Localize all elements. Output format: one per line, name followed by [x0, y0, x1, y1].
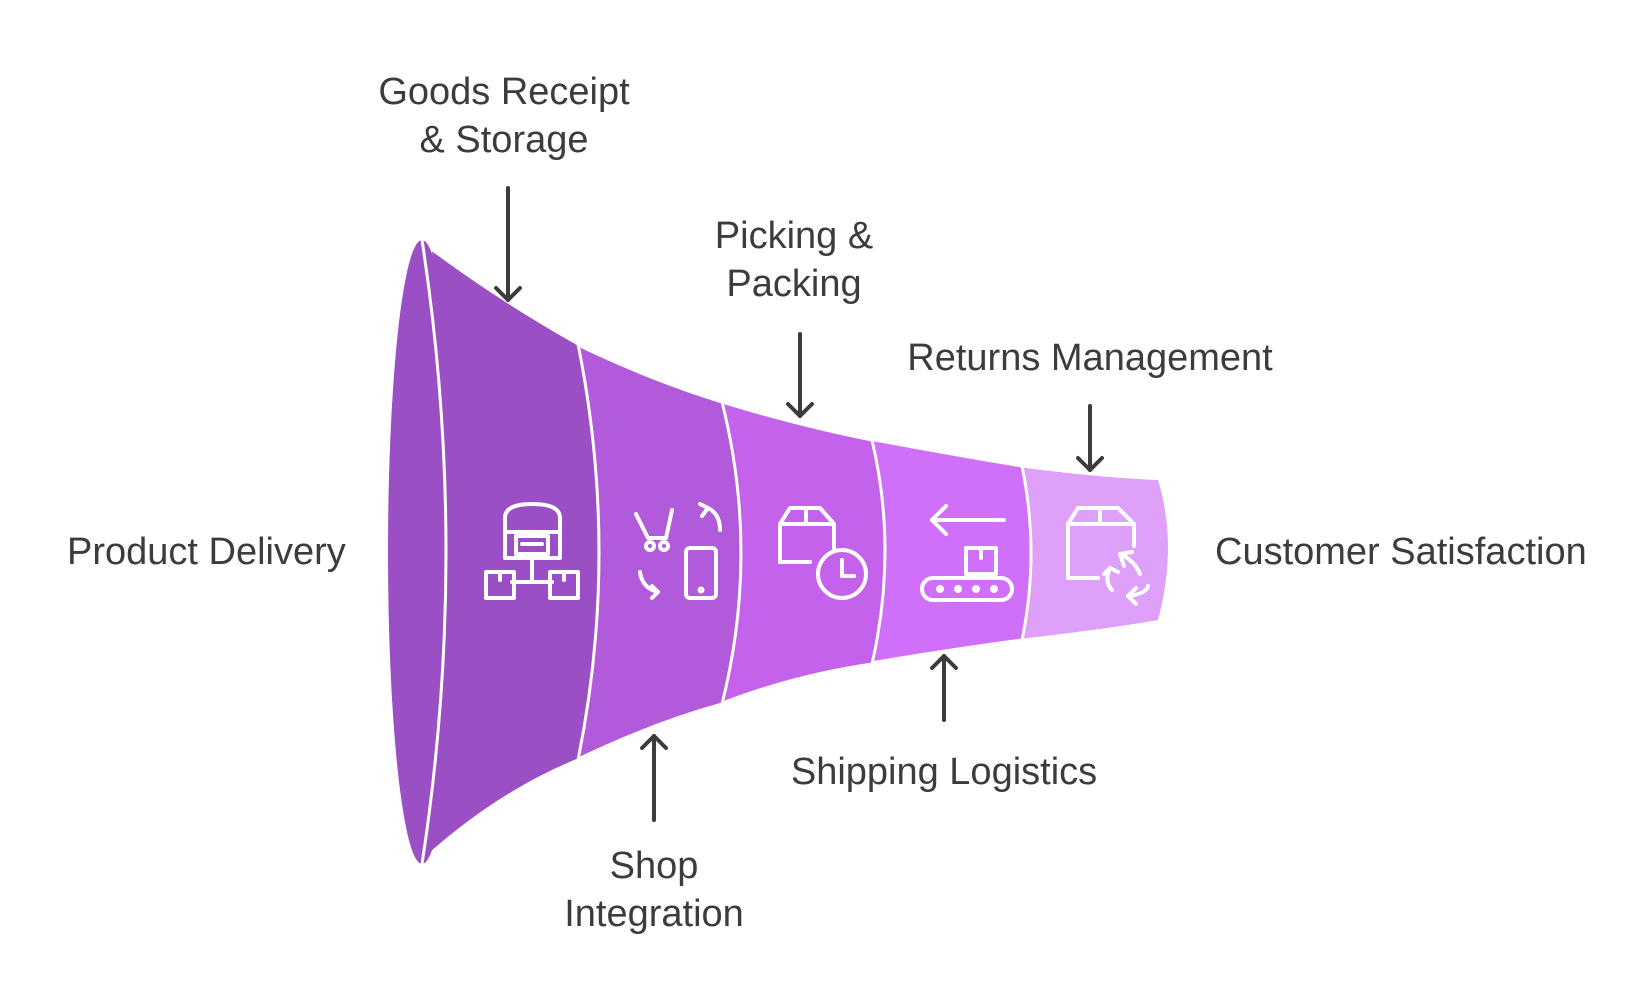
label-goods-receipt-line-2: & Storage	[419, 119, 589, 161]
arrow-picking-packing	[786, 332, 814, 418]
cart-mobile-sync-icon	[634, 502, 722, 600]
label-returns-management: Returns Management	[907, 337, 1273, 379]
arrow-shipping-logistics	[930, 654, 958, 722]
label-goods-receipt-line-1: Goods Receipt	[378, 71, 630, 113]
funnel-mouth-rim	[420, 239, 448, 865]
label-picking-packing: Picking & Packing	[715, 212, 873, 308]
label-product-delivery: Product Delivery	[67, 531, 346, 573]
conveyor-package-icon	[920, 504, 1014, 602]
arrow-returns	[1076, 404, 1104, 472]
package-recycle-icon	[1066, 506, 1150, 606]
label-picking-packing-line-2: Packing	[726, 263, 862, 305]
arrow-shop-integration	[640, 734, 668, 822]
label-shop-integration-line-1: Shop	[609, 845, 699, 887]
label-shipping-logistics: Shipping Logistics	[790, 751, 1098, 793]
package-clock-icon	[778, 506, 868, 600]
label-picking-packing-line-1: Picking &	[714, 215, 874, 257]
arrow-goods-receipt	[494, 186, 522, 302]
funnel-segment-customer-satisfaction	[1010, 466, 1168, 640]
funnel-segment-returns	[862, 436, 1033, 666]
label-shop-integration: Shop Integration	[564, 842, 744, 938]
warehouse-network-icon	[484, 502, 580, 600]
label-shop-integration-line-2: Integration	[564, 893, 744, 935]
label-customer-satisfaction: Customer Satisfaction	[1215, 531, 1587, 573]
label-goods-receipt: Goods Receipt & Storage	[378, 68, 629, 164]
